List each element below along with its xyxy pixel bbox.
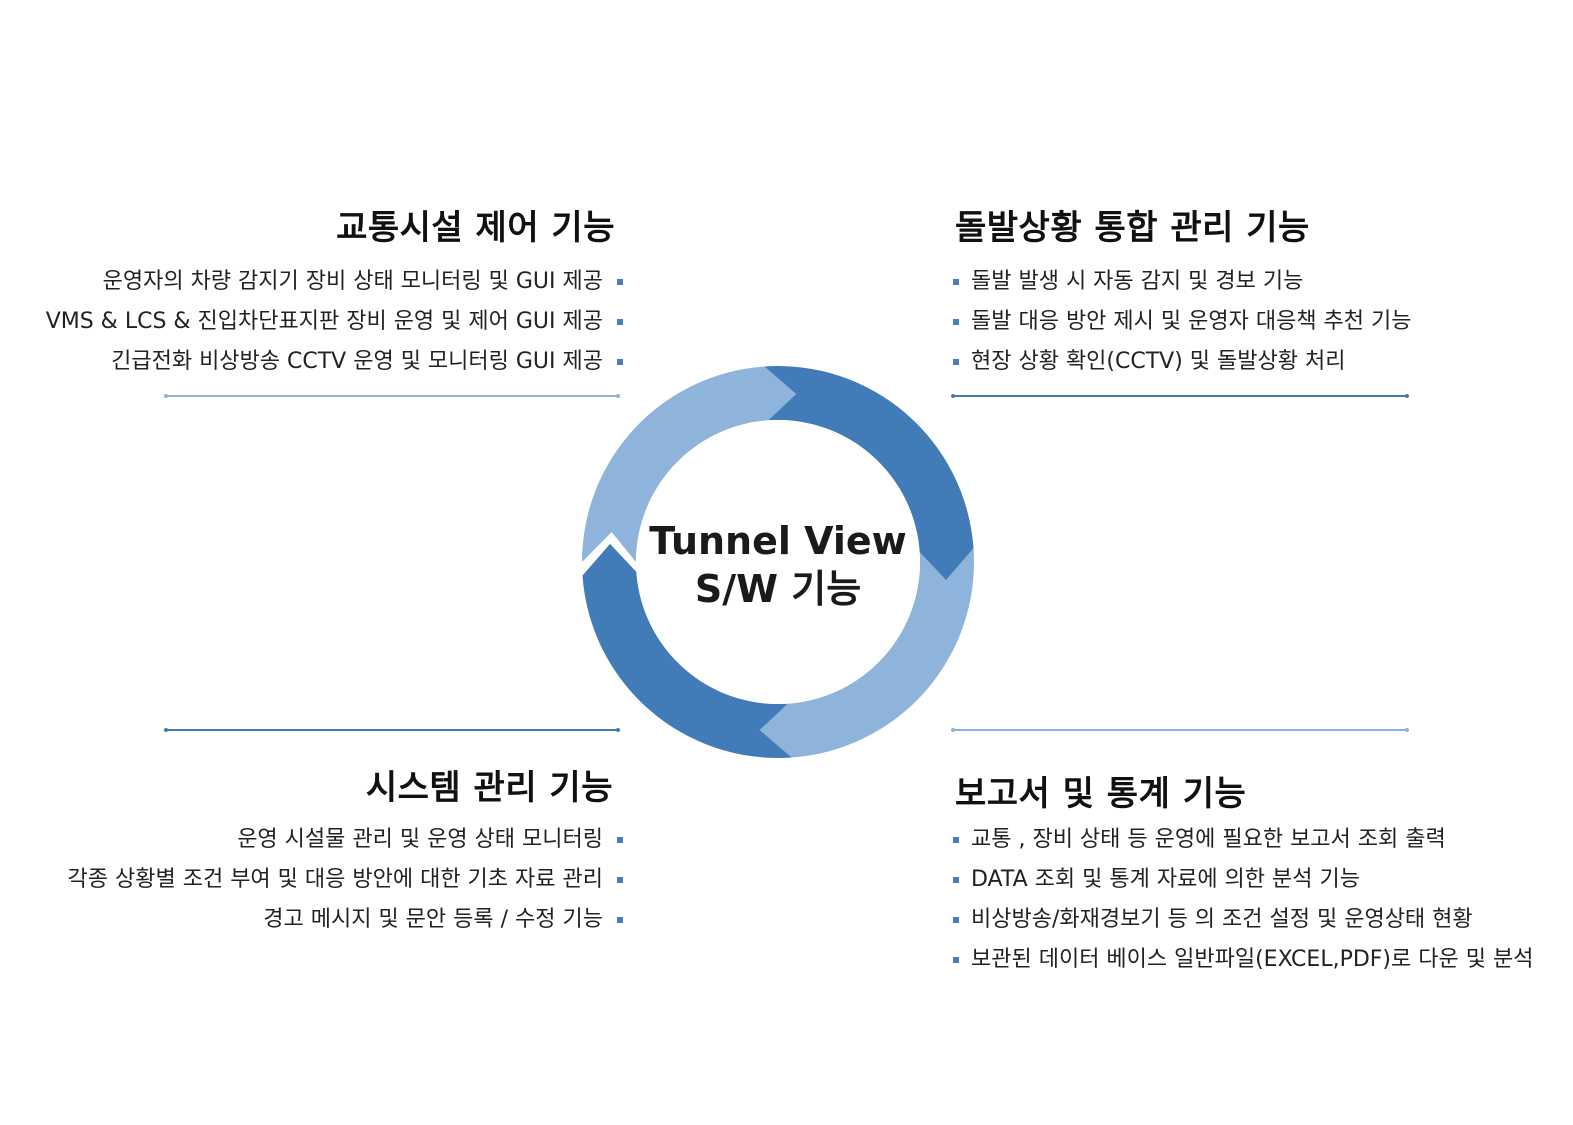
item-text: 돌발 대응 방안 제시 및 운영자 대응책 추천 기능 [971, 309, 1412, 334]
center-title-line1: Tunnel View [649, 519, 907, 563]
square-bullet-icon [617, 319, 623, 325]
center-title-line2: S/W 기능 [695, 567, 861, 611]
square-bullet-icon [617, 877, 623, 883]
cycle-arc-bottom-right [759, 548, 974, 758]
list-item: 운영 시설물 관리 및 운영 상태 모니터링 [68, 820, 623, 860]
square-bullet-icon [953, 957, 959, 963]
divider-top-left [164, 394, 620, 398]
item-text: VMS & LCS & 진입차단표지판 장비 운영 및 제어 GUI 제공 [45, 309, 603, 334]
list-item: 각종 상황별 조건 부여 및 대응 방안에 대한 기초 자료 관리 [68, 860, 623, 900]
square-bullet-icon [953, 319, 959, 325]
section-title-system-management: 시스템 관리 기능 [365, 768, 613, 808]
incident-management-list: 돌발 발생 시 자동 감지 및 경보 기능 돌발 대응 방안 제시 및 운영자 … [953, 262, 1412, 382]
list-item: 돌발 대응 방안 제시 및 운영자 대응책 추천 기능 [953, 302, 1412, 342]
item-text: 보관된 데이터 베이스 일반파일(EXCEL,PDF)로 다운 및 분석 [971, 947, 1534, 972]
section-title-incident-management: 돌발상황 통합 관리 기능 [955, 208, 1310, 248]
list-item: 보관된 데이터 베이스 일반파일(EXCEL,PDF)로 다운 및 분석 [953, 940, 1533, 980]
list-item: 경고 메시지 및 문안 등록 / 수정 기능 [68, 900, 623, 940]
list-item: 교통 , 장비 상태 등 운영에 필요한 보고서 조회 출력 [953, 820, 1533, 860]
cycle-center-circle [636, 420, 920, 704]
divider-bottom-right [951, 728, 1409, 732]
list-item: VMS & LCS & 진입차단표지판 장비 운영 및 제어 GUI 제공 [46, 302, 623, 342]
square-bullet-icon [617, 917, 623, 923]
square-bullet-icon [617, 359, 623, 365]
cycle-diagram: Tunnel View S/W 기능 [582, 366, 974, 758]
cycle-arc-bottom-left [582, 543, 792, 758]
section-title-reports-statistics: 보고서 및 통계 기능 [955, 774, 1247, 814]
square-bullet-icon [953, 877, 959, 883]
square-bullet-icon [953, 837, 959, 843]
square-bullet-icon [617, 279, 623, 285]
item-text: DATA 조회 및 통계 자료에 의한 분석 기능 [971, 867, 1360, 892]
square-bullet-icon [953, 359, 959, 365]
item-text: 긴급전화 비상방송 CCTV 운영 및 모니터링 GUI 제공 [111, 349, 603, 374]
item-text: 운영 시설물 관리 및 운영 상태 모니터링 [237, 827, 603, 852]
cycle-arc-top-left [582, 366, 797, 562]
traffic-control-list: 운영자의 차량 감지기 장비 상태 모니터링 및 GUI 제공 VMS & LC… [46, 262, 623, 382]
item-text: 돌발 발생 시 자동 감지 및 경보 기능 [971, 269, 1304, 294]
reports-statistics-list: 교통 , 장비 상태 등 운영에 필요한 보고서 조회 출력 DATA 조회 및… [953, 820, 1533, 980]
divider-bottom-left [164, 728, 620, 732]
list-item: DATA 조회 및 통계 자료에 의한 분석 기능 [953, 860, 1533, 900]
square-bullet-icon [617, 837, 623, 843]
list-item: 운영자의 차량 감지기 장비 상태 모니터링 및 GUI 제공 [46, 262, 623, 302]
section-title-traffic-control: 교통시설 제어 기능 [336, 208, 615, 248]
item-text: 비상방송/화재경보기 등 의 조건 설정 및 운영상태 현황 [971, 907, 1473, 932]
item-text: 경고 메시지 및 문안 등록 / 수정 기능 [263, 907, 603, 932]
item-text: 운영자의 차량 감지기 장비 상태 모니터링 및 GUI 제공 [102, 269, 603, 294]
item-text: 현장 상황 확인(CCTV) 및 돌발상황 처리 [971, 349, 1346, 374]
cycle-arc-top-right [764, 366, 974, 581]
divider-top-right [951, 394, 1409, 398]
square-bullet-icon [953, 279, 959, 285]
system-management-list: 운영 시설물 관리 및 운영 상태 모니터링 각종 상황별 조건 부여 및 대응… [68, 820, 623, 940]
list-item: 현장 상황 확인(CCTV) 및 돌발상황 처리 [953, 342, 1412, 382]
list-item: 긴급전화 비상방송 CCTV 운영 및 모니터링 GUI 제공 [46, 342, 623, 382]
item-text: 교통 , 장비 상태 등 운영에 필요한 보고서 조회 출력 [971, 827, 1446, 852]
square-bullet-icon [953, 917, 959, 923]
list-item: 비상방송/화재경보기 등 의 조건 설정 및 운영상태 현황 [953, 900, 1533, 940]
list-item: 돌발 발생 시 자동 감지 및 경보 기능 [953, 262, 1412, 302]
item-text: 각종 상황별 조건 부여 및 대응 방안에 대한 기초 자료 관리 [67, 867, 603, 892]
